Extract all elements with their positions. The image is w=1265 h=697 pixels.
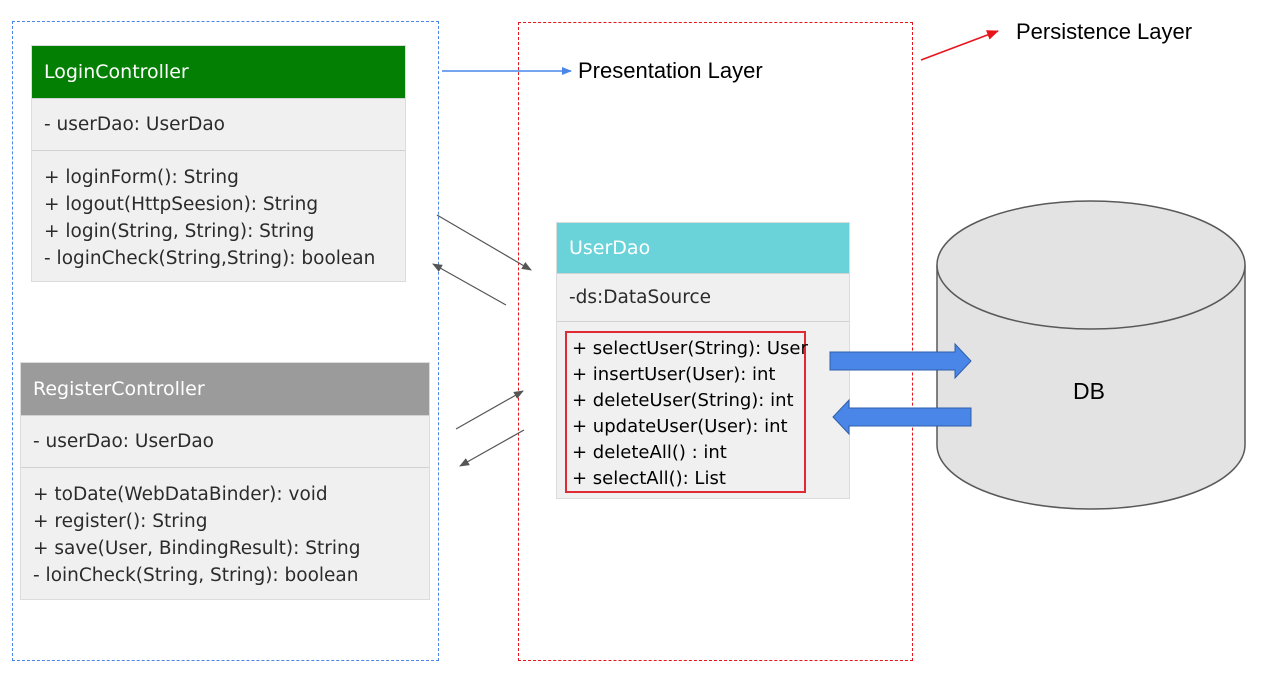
db-label: DB [1073, 378, 1105, 404]
login-controller-attributes: - userDao: UserDao [32, 98, 405, 150]
operation-row: + updateUser(User): int [572, 416, 788, 437]
operation-row: + insertUser(User): int [572, 364, 776, 385]
dao-to-login-arrow [432, 263, 507, 306]
presentation-layer-boundary [12, 21, 439, 661]
operation-row: + register(): String [33, 511, 208, 532]
attribute-row: - userDao: UserDao [44, 114, 225, 135]
database-cylinder [936, 200, 1246, 510]
operation-row: + login(String, String): String [44, 221, 315, 242]
operation-row: - loginCheck(String,String): boolean [44, 248, 376, 269]
register-controller-attributes: - userDao: UserDao [21, 415, 429, 467]
attribute-row: - userDao: UserDao [33, 431, 214, 452]
db-to-dao-block-arrow [832, 398, 972, 436]
operation-row: + loginForm(): String [44, 167, 239, 188]
login-controller-class: LoginController - userDao: UserDao + log… [31, 45, 406, 282]
presentation-layer-label: Presentation Layer [578, 58, 763, 83]
user-dao-attributes: -ds:DataSource [557, 273, 849, 321]
operation-row: + deleteAll() : int [572, 442, 727, 463]
persistence-layer-label: Persistence Layer [1016, 19, 1193, 44]
persistence-layer-pointer-arrow [920, 30, 999, 61]
operation-row: + toDate(WebDataBinder): void [33, 484, 328, 505]
user-dao-operations [557, 321, 849, 322]
dao-to-db-block-arrow [829, 342, 972, 380]
operation-row: + deleteUser(String): int [572, 390, 794, 411]
user-dao-title: UserDao [557, 223, 849, 273]
operation-row: + save(User, BindingResult): String [33, 538, 361, 559]
register-controller-title: RegisterController [21, 363, 429, 415]
highlighted-methods-box: + selectUser(String): User + insertUser(… [565, 331, 808, 493]
register-controller-operations: + toDate(WebDataBinder): void + register… [21, 467, 429, 589]
user-dao-class: UserDao -ds:DataSource + selectUser(Stri… [556, 222, 850, 499]
persistence-layer-boundary [518, 22, 913, 661]
register-controller-class: RegisterController - userDao: UserDao + … [20, 362, 430, 600]
register-to-dao-arrow [455, 390, 524, 430]
dao-to-register-arrow [459, 429, 525, 467]
operation-row: - loinCheck(String, String): boolean [33, 565, 359, 586]
operation-row: + selectUser(String): User [572, 338, 808, 359]
operation-row: + logout(HttpSeesion): String [44, 194, 319, 215]
operation-row: + selectAll(): List [572, 468, 726, 489]
login-controller-operations: + loginForm(): String + logout(HttpSeesi… [32, 150, 405, 272]
login-controller-title: LoginController [32, 46, 405, 98]
attribute-row: -ds:DataSource [569, 287, 712, 308]
login-to-dao-arrow [436, 214, 532, 271]
